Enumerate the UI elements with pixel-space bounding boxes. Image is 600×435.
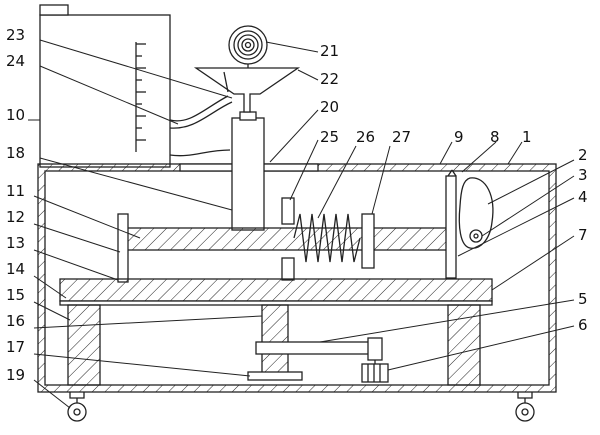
callout-12: 12 <box>6 208 25 226</box>
callout-2: 2 <box>578 146 588 164</box>
platform <box>59 278 493 306</box>
callout-27: 27 <box>392 128 411 146</box>
feed-column <box>193 25 301 231</box>
water-tank <box>39 4 233 168</box>
funnel <box>193 67 301 113</box>
callout-19: 19 <box>6 366 25 384</box>
callout-8: 8 <box>490 128 500 146</box>
callout-23: 23 <box>6 26 25 44</box>
callout-24: 24 <box>6 52 25 70</box>
callout-17: 17 <box>6 338 25 356</box>
hose-lower <box>169 101 233 129</box>
callout-7: 7 <box>578 226 588 244</box>
callout-16: 16 <box>6 312 25 330</box>
hose-to-body <box>169 149 231 157</box>
callout-3: 3 <box>578 166 588 184</box>
cam-assembly <box>445 169 494 279</box>
callout-14: 14 <box>6 260 25 278</box>
callout-18: 18 <box>6 144 25 162</box>
wheel-right <box>515 392 535 422</box>
leader-lines <box>28 39 575 409</box>
callout-13: 13 <box>6 234 25 252</box>
spring <box>293 213 361 263</box>
callout-5: 5 <box>578 290 588 308</box>
callout-26: 26 <box>356 128 375 146</box>
callout-1: 1 <box>522 128 532 146</box>
callout-9: 9 <box>454 128 464 146</box>
callout-11: 11 <box>6 182 25 200</box>
tank-scale-ticks <box>136 43 146 141</box>
cam-plate <box>458 177 494 249</box>
wheels <box>67 392 535 422</box>
callout-labels: 23 24 10 18 11 12 13 14 15 16 17 19 21 2… <box>6 26 588 384</box>
hose-upper <box>169 95 229 122</box>
upper-beam <box>117 197 455 283</box>
callout-25: 25 <box>320 128 339 146</box>
callout-20: 20 <box>320 98 339 116</box>
callout-15: 15 <box>6 286 25 304</box>
callout-22: 22 <box>320 70 339 88</box>
grinding-roller <box>228 25 268 65</box>
wheel-left <box>67 392 87 422</box>
callout-6: 6 <box>578 316 588 334</box>
callout-10: 10 <box>6 106 25 124</box>
callout-4: 4 <box>578 188 588 206</box>
callout-21: 21 <box>320 42 339 60</box>
